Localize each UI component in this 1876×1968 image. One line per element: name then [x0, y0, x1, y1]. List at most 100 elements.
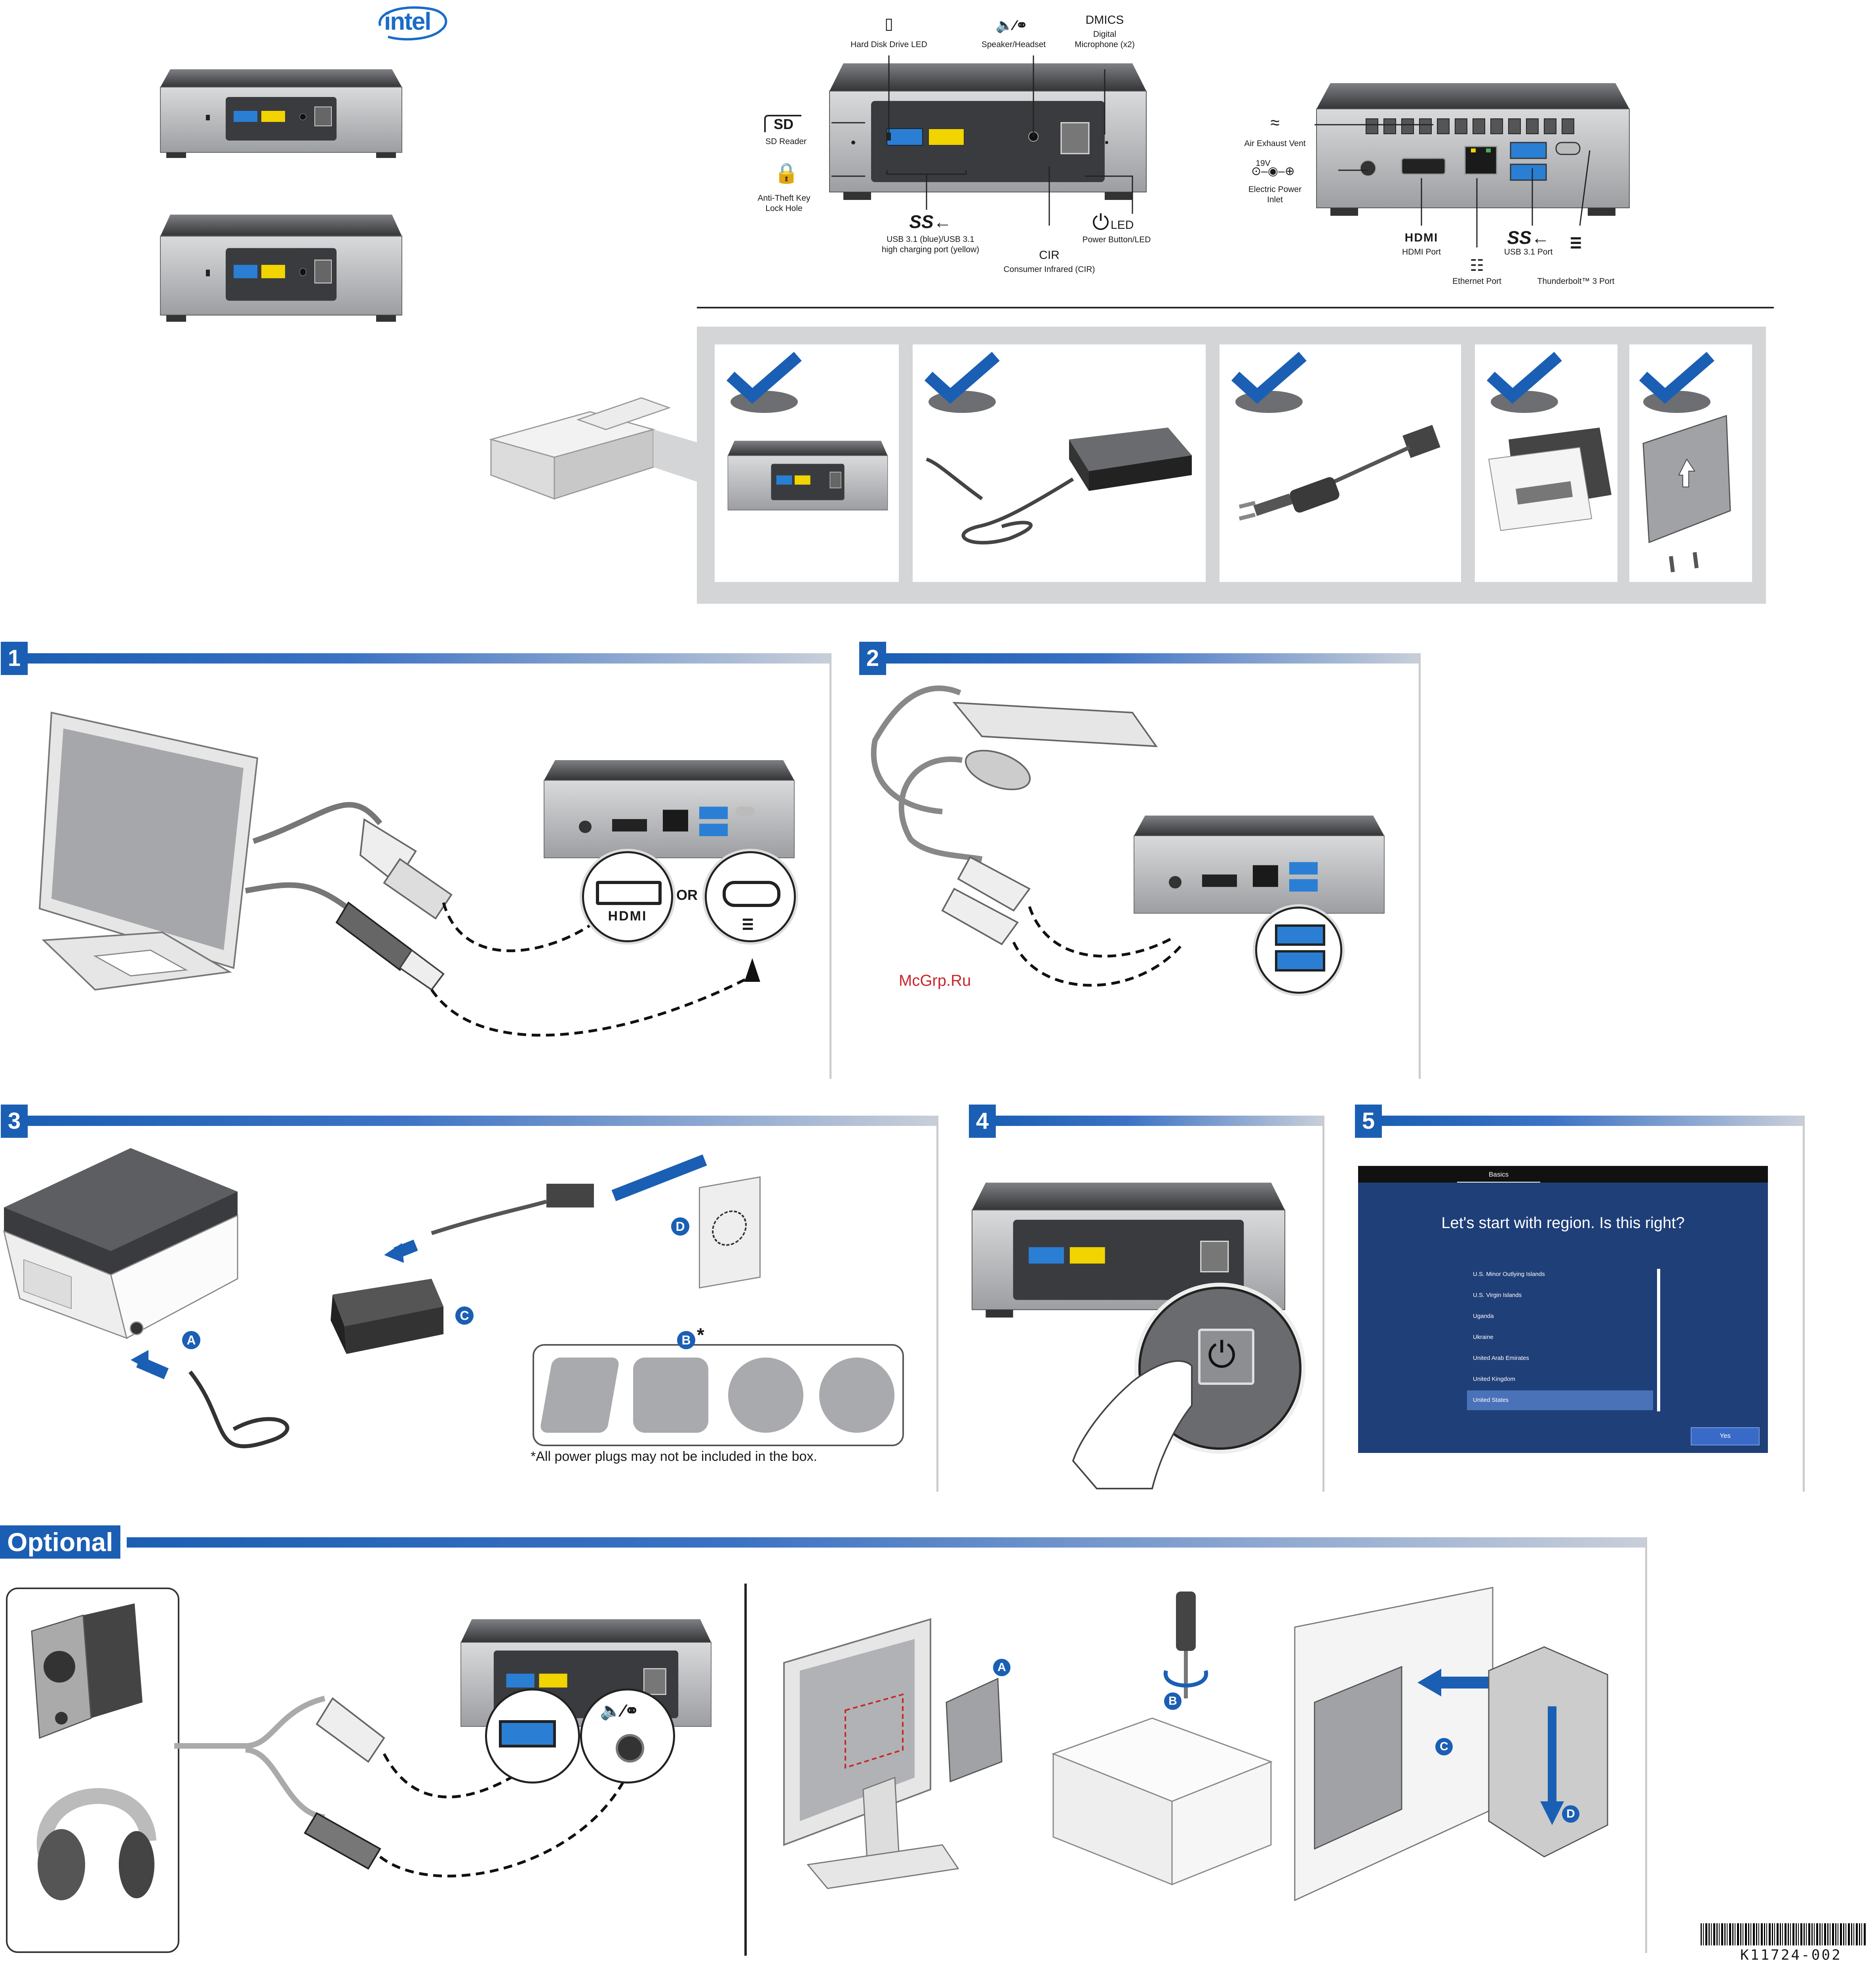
- hdmi-logo-zoom: HDMI: [608, 909, 647, 924]
- region-item[interactable]: United Arab Emirates: [1473, 1355, 1529, 1361]
- optional-title: Optional: [0, 1525, 120, 1559]
- hdmi-port-label: HDMI Port: [1402, 247, 1441, 257]
- step-2-number: 2: [859, 642, 886, 675]
- step-2-border: [1419, 653, 1421, 1079]
- yes-button[interactable]: Yes: [1691, 1427, 1760, 1445]
- region-item[interactable]: Ukraine: [1473, 1334, 1494, 1341]
- step-3-border: [936, 1116, 938, 1492]
- power-adapter-image: [926, 428, 1192, 545]
- step-4-bar: [996, 1116, 1324, 1126]
- setup-topbar: [1358, 1166, 1768, 1183]
- nuc-rear-step1: [544, 760, 795, 858]
- yes-button-label: Yes: [1720, 1432, 1731, 1439]
- step-5-bar: [1382, 1116, 1804, 1126]
- power-inlet-label-2: Inlet: [1267, 195, 1283, 204]
- optional-divider: [744, 1584, 747, 1956]
- plug-us: [539, 1358, 620, 1433]
- or-label: OR: [676, 887, 698, 903]
- barcode-text: K11724-002: [1740, 1947, 1842, 1963]
- documentation-image: [1488, 428, 1612, 531]
- vesa-monitor-image: [783, 1618, 1003, 1889]
- barcode: [1701, 1923, 1867, 1945]
- cir-desc: Consumer Infrared (CIR): [1003, 265, 1095, 274]
- usb-port-zoom-1: [1275, 924, 1325, 946]
- step-1-number: 1: [1, 642, 28, 675]
- ethernet-icon: ☷: [1470, 257, 1484, 274]
- power-icon: ⏻: [1092, 211, 1109, 234]
- region-item[interactable]: U.S. Virgin Islands: [1473, 1292, 1522, 1299]
- setup-heading: Let's start with region. Is this right?: [1441, 1214, 1685, 1232]
- power-button-zoom[interactable]: ⏻: [1198, 1329, 1254, 1385]
- thunderbolt-port-zoom: [723, 881, 780, 907]
- wall-outlet: [699, 1176, 761, 1289]
- box-item-cord: [1220, 344, 1461, 582]
- thunderbolt-icon-zoom: ⲷ: [742, 912, 753, 934]
- outlet-circle: [712, 1207, 747, 1249]
- step-2-bar: [886, 653, 1421, 664]
- region-scrollbar[interactable]: [1657, 1269, 1660, 1411]
- nuc-rear-diagram: [1316, 83, 1630, 216]
- plug-note: *All power plugs may not be included in …: [531, 1449, 817, 1464]
- rear-leader-lines: [1315, 124, 1591, 247]
- hdmi-zoom-circle: HDMI: [582, 851, 673, 942]
- optional-marker-a: A: [993, 1659, 1010, 1676]
- region-item[interactable]: United Kingdom: [1473, 1376, 1515, 1382]
- setup-tab-basics[interactable]: Basics: [1457, 1171, 1540, 1183]
- usb-front-label-2: high charging port (yellow): [881, 245, 980, 254]
- optional-marker-c: C: [1435, 1738, 1453, 1755]
- optional-bar: [127, 1537, 1647, 1548]
- monitor-image: [38, 711, 259, 991]
- hdmi-logo: HDMI: [1404, 231, 1438, 244]
- section-divider: [697, 307, 1774, 308]
- region-item[interactable]: Uganda: [1473, 1313, 1494, 1320]
- thunderbolt-icon: ⲷ: [1570, 230, 1581, 253]
- step-1-cables: [245, 802, 760, 1037]
- plug-au: [819, 1358, 894, 1433]
- step-1-bar: [28, 653, 831, 664]
- usb-rear-logo: SS←: [1507, 227, 1550, 248]
- nuc-bottom-image: [1051, 1717, 1273, 1886]
- power-connect-drawing: [131, 1154, 707, 1449]
- usb-ss-logo: SS←: [909, 211, 952, 232]
- antitheft-label-1: Anti-Theft Key: [757, 194, 811, 203]
- power-inlet-label-1: Electric Power: [1248, 185, 1302, 194]
- marker-b: B: [677, 1331, 695, 1349]
- step-3-number: 3: [1, 1105, 28, 1138]
- hdmi-port-zoom: [596, 881, 662, 905]
- watermark: McGrp.Ru: [899, 972, 971, 989]
- audio-zoom-circle-optional: 🔈∕⚭: [580, 1688, 675, 1784]
- power-button-label: Power Button/LED: [1082, 235, 1151, 244]
- wall-mount-image: [1294, 1587, 1608, 1901]
- cir-title: CIR: [1039, 249, 1060, 262]
- antitheft-label-2: Lock Hole: [765, 204, 803, 213]
- plug-panel: [533, 1344, 904, 1446]
- audio-jack-icon: 🔈∕⚭: [600, 1701, 639, 1721]
- air-vent-label: Air Exhaust Vent: [1244, 139, 1306, 148]
- finger-image: [1072, 1360, 1193, 1489]
- region-item-selected[interactable]: United States: [1467, 1390, 1653, 1410]
- intel-logo-text: intel: [384, 8, 431, 35]
- nuc-front-diagram: [829, 63, 1147, 200]
- nuc-rear-step2: [1134, 816, 1385, 914]
- front-leader-lines: [831, 55, 1133, 226]
- plug-eu: [728, 1358, 803, 1433]
- power-inlet-icon: ⊙–◉–⊕: [1251, 165, 1295, 178]
- optional-marker-d: D: [1562, 1805, 1579, 1823]
- step-3-bar: [28, 1116, 938, 1126]
- power-button-icon: ⏻: [1208, 1335, 1236, 1375]
- marker-c: C: [455, 1306, 474, 1325]
- led-label: LED: [1111, 219, 1134, 232]
- nuc-front-small-2: [160, 215, 402, 322]
- hdd-icon: ▯: [884, 15, 893, 32]
- optional-border: [1645, 1537, 1647, 1953]
- region-item[interactable]: U.S. Minor Outlying Islands: [1473, 1271, 1545, 1278]
- intel-logo-ring: [379, 6, 447, 41]
- audio-jack-zoom: [616, 1734, 644, 1763]
- ethernet-label: Ethernet Port: [1452, 277, 1501, 286]
- screwdriver-image: [1163, 1592, 1208, 1698]
- usb-zoom-circle: [1255, 907, 1342, 994]
- marker-d: D: [671, 1217, 689, 1236]
- plug-uk: [633, 1358, 708, 1433]
- speaker-icon: 🔈∕⚭: [995, 17, 1028, 33]
- dmics-title: DMICS: [1085, 13, 1124, 27]
